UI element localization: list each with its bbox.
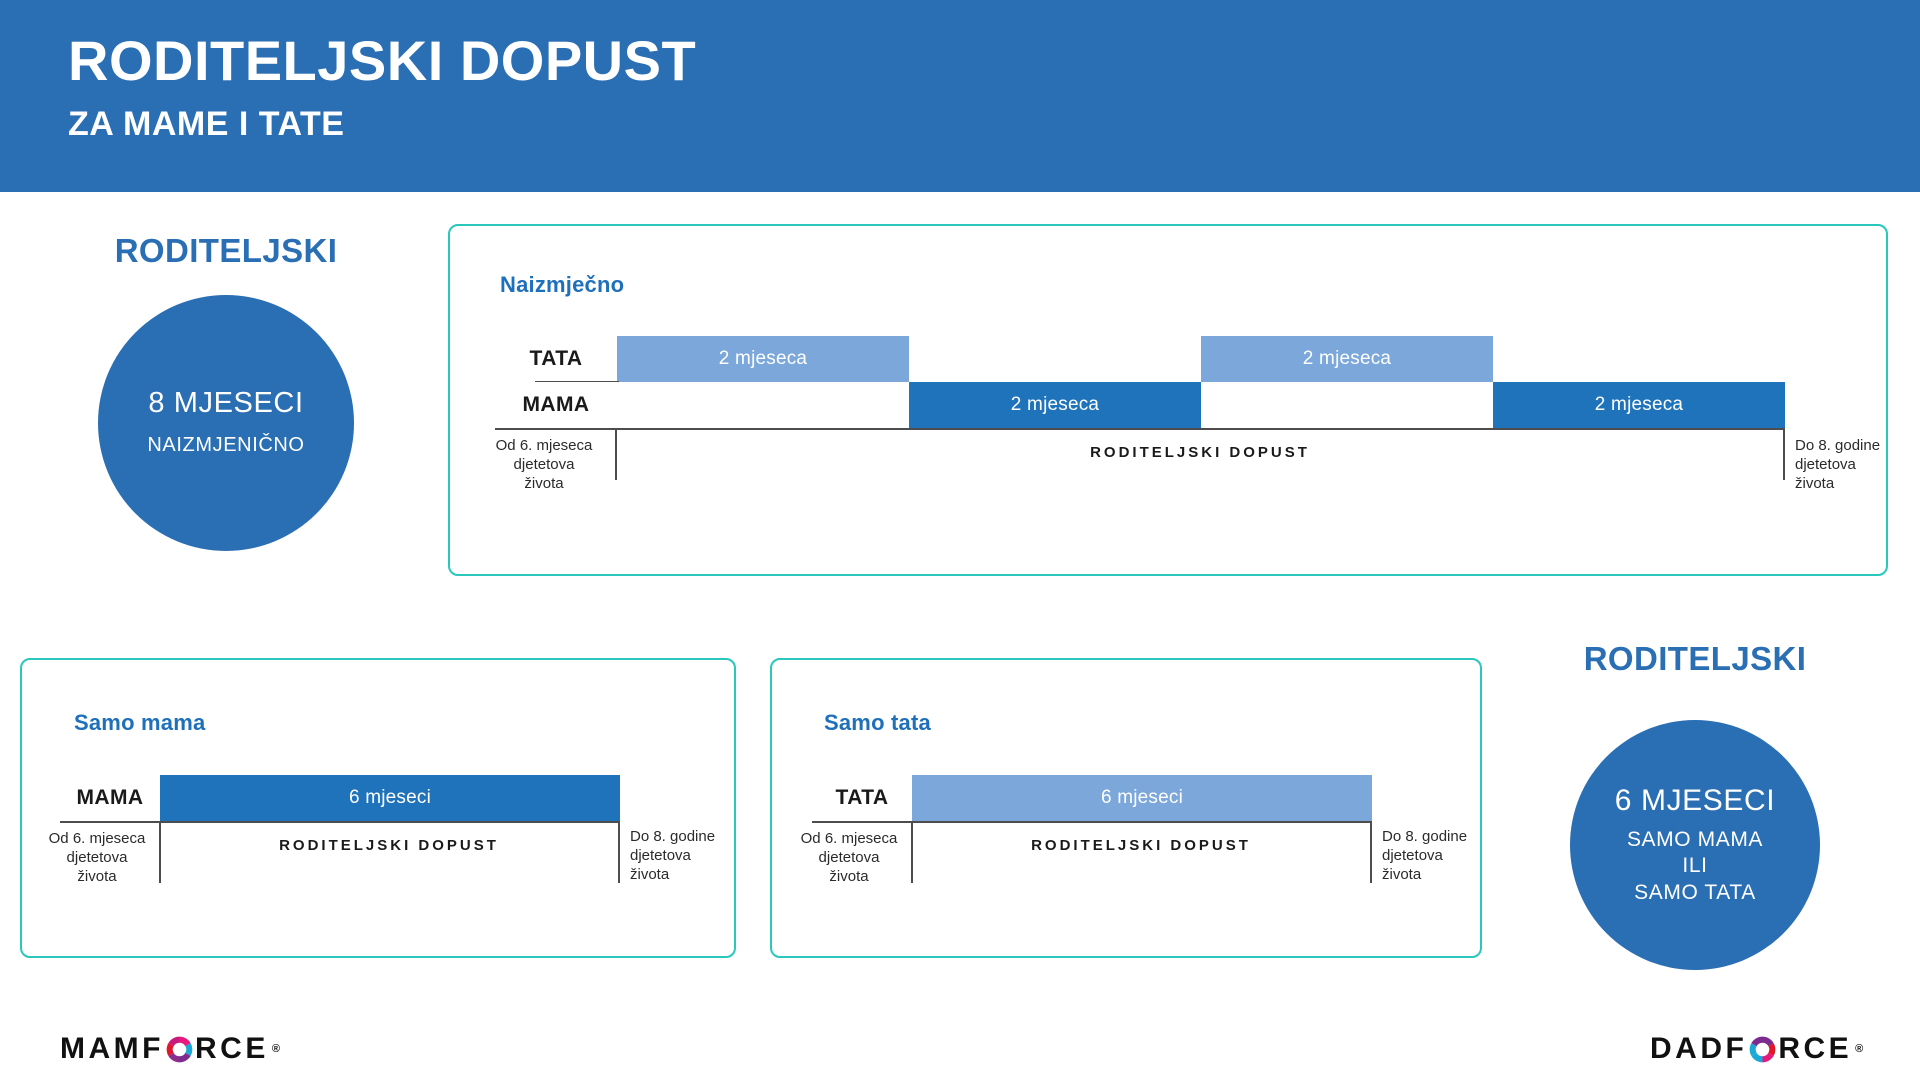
panel-only-mama: Samo mama MAMA 6 mjeseci Od 6. mjeseca d… [20,658,736,958]
logo-mamforce: MAMF RCE ® [60,1032,280,1066]
gantt-segment-mama-1: 2 mjeseca [909,382,1201,428]
gantt-row-mama: MAMA 2 mjeseca 2 mjeseca [495,382,1785,428]
axis-start-note: Od 6. mjeseca djetetova života [48,830,146,886]
axis-tick-end [618,821,620,883]
axis-start-note: Od 6. mjeseca djetetova života [800,830,898,886]
rule-bottom [60,821,620,823]
panel-title-only-mama: Samo mama [74,710,206,735]
registered-mark-icon: ® [271,1043,280,1055]
rule-bottom [812,821,1372,823]
page-header: RODITELJSKI DOPUST ZA MAME I TATE [0,0,1920,192]
axis-center-note: RODITELJSKI DOPUST [1090,444,1310,461]
panel-title-only-tata: Samo tata [824,710,931,735]
axis-tick-end [1370,821,1372,883]
circle-heading-bottom: RODITELJSKI [1583,640,1807,677]
panel-only-tata: Samo tata TATA 6 mjeseci Od 6. mjeseca d… [770,658,1482,958]
gantt-chart-only-mama: MAMA 6 mjeseci Od 6. mjeseca djetetova ž… [49,775,715,935]
gantt-segment-tata-1: 2 mjeseca [617,336,909,382]
summary-circle-single-parent: 6 MJESECI SAMO MAMA ILI SAMO TATA [1570,720,1820,970]
page-subtitle: ZA MAME I TATE [68,105,345,143]
gantt-track-mama: 6 mjeseci [160,775,620,821]
axis-tick-start [159,821,161,883]
axis-start-note: Od 6. mjeseca djetetova života [495,437,593,493]
logo-text-post: RCE [1778,1032,1853,1065]
gantt-segment-mama-2: 2 mjeseca [1493,382,1785,428]
gantt-track-mama: 2 mjeseca 2 mjeseca [617,382,1785,428]
gantt-segment-tata-2: 2 mjeseca [1201,336,1493,382]
gantt-chart-only-tata: TATA 6 mjeseci Od 6. mjeseca djetetova ž… [801,775,1467,935]
gantt-row-mama: MAMA 6 mjeseci [60,775,620,821]
logo-dadforce: DADF RCE ® [1650,1032,1863,1066]
rule-bottom [495,428,1785,430]
axis-tick-start [615,428,617,480]
axis-center-note: RODITELJSKI DOPUST [279,837,499,854]
circle-heading-top: RODITELJSKI [114,232,338,269]
logo-text-pre: DADF [1650,1032,1748,1065]
gantt-row-tata: TATA 2 mjeseca 2 mjeseca [495,336,1785,382]
gantt-segment-tata-full: 6 mjeseci [912,775,1372,821]
panel-alternating: Naizmječno TATA 2 mjeseca 2 mjeseca MAMA… [448,224,1888,576]
force-ring-icon [1749,1036,1776,1063]
gantt-chart-alternating: TATA 2 mjeseca 2 mjeseca MAMA 2 mjeseca … [495,336,1880,536]
gantt-track-tata: 2 mjeseca 2 mjeseca [617,336,1785,382]
gantt-segment-mama-full: 6 mjeseci [160,775,620,821]
gantt-row-label-mama: MAMA [60,775,160,821]
axis-tick-end [1783,428,1785,480]
axis-center-note: RODITELJSKI DOPUST [1031,837,1251,854]
axis-tick-start [911,821,913,883]
circle-main-text-bottom: 6 MJESECI [1614,784,1776,818]
circle-sub-text-bottom: SAMO MAMA ILI SAMO TATA [1626,828,1764,904]
axis-end-note: Do 8. godine djetetova života [1382,828,1468,884]
panel-title-alternating: Naizmječno [500,272,625,297]
logo-text-post: RCE [194,1032,269,1065]
gantt-row-tata: TATA 6 mjeseci [812,775,1372,821]
gantt-row-label-tata: TATA [812,775,912,821]
summary-circle-alternating: 8 MJESECI NAIZMJENIČNO [98,295,354,551]
circle-main-text-top: 8 MJESECI [148,386,304,419]
circle-sub-text-top: NAIZMJENIČNO [147,434,305,457]
registered-mark-icon: ® [1855,1043,1864,1055]
axis-end-note: Do 8. godine djetetova života [1795,437,1881,493]
axis-end-note: Do 8. godine djetetova života [630,828,716,884]
force-ring-icon [166,1036,193,1063]
logo-text-pre: MAMF [60,1032,164,1065]
gantt-row-label-tata: TATA [495,336,617,382]
gantt-row-label-mama: MAMA [495,382,617,428]
page-title: RODITELJSKI DOPUST [68,29,697,92]
gantt-track-tata: 6 mjeseci [912,775,1372,821]
